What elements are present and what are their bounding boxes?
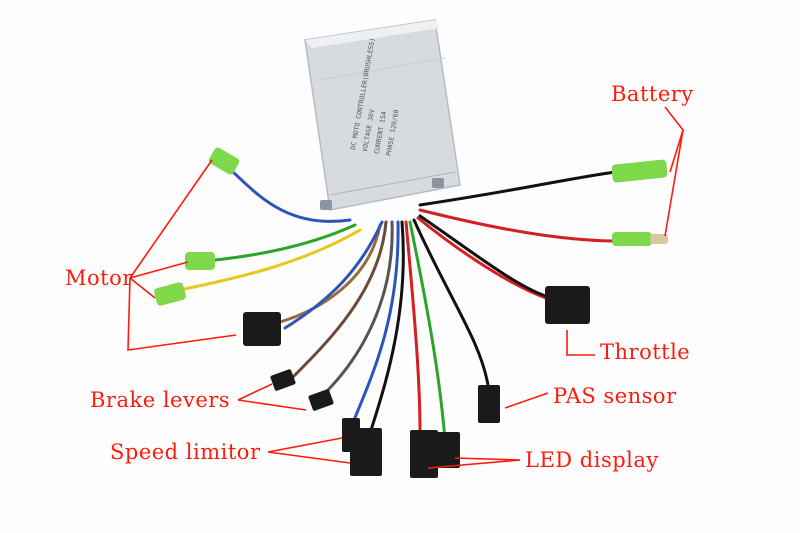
annotation-lines [127,106,684,469]
battery-connectors [611,159,668,246]
wire-bundle [168,163,617,442]
label-throttle: Throttle [600,340,691,364]
label-speed-limitor: Speed limitor [110,440,261,464]
label-led-display: LED display [525,448,659,472]
black-plugs [243,286,590,478]
label-motor: Motor [65,266,133,290]
label-brake-levers: Brake levers [90,388,231,412]
label-battery: Battery [611,82,694,106]
label-pas-sensor: PAS sensor [553,384,677,408]
controller-box: DC MOTO CONTROLLER(BRUSHLESS) VOLTAGE 36… [304,19,461,211]
motor-connectors [154,147,240,306]
